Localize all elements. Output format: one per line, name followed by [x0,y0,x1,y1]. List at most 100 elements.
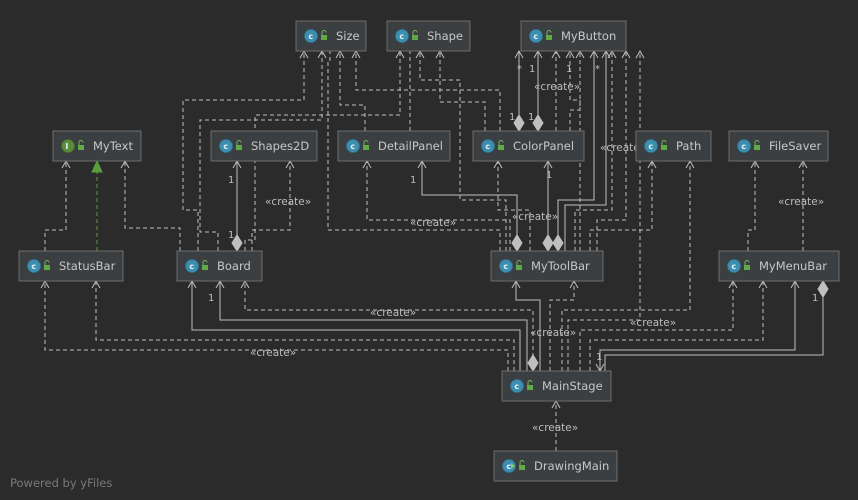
class-name: ColorPanel [513,139,574,153]
create-label: «create» [265,196,311,208]
create-label: «create» [600,142,646,154]
edge-mainstage-mymenubar-1 [579,281,734,371]
public-visibility-icon [498,140,504,150]
edge-mytoolbar-colorpanel-create [497,161,531,251]
class-name: MainStage [542,379,603,393]
edge-mainstage-mymenubar-2 [589,281,764,371]
edge-mainstage-path [561,161,691,371]
edge-mymenubar-filesaver [747,161,756,251]
edge-mainstage-board-create [244,281,534,371]
class-name: MyButton [561,29,616,43]
class-name: DrawingMain [534,459,609,473]
main-class-icon [502,459,516,473]
public-visibility-icon [516,260,522,270]
badge-glyph: c [485,142,490,151]
edge-mainstage-mytoolbar-create [549,281,575,371]
class-icon [185,259,199,273]
composition-diamond [527,354,539,372]
create-label: «create» [630,317,676,329]
composition-diamond [231,234,243,252]
badge-glyph: c [503,262,508,271]
badge-glyph: c [189,262,194,271]
multiplicity: 1 [546,170,552,181]
badge-glyph: c [533,32,538,41]
multiplicity: * [517,64,522,75]
class-node-drawingmain[interactable]: c DrawingMain [493,450,618,482]
public-visibility-icon [519,460,525,470]
class-name: Shapes2D [251,139,309,153]
badge-glyph: c [506,462,511,471]
class-name: Size [336,29,360,43]
class-icon [499,259,513,273]
composition-diamond [552,234,564,252]
class-node-board[interactable]: c Board [176,250,263,282]
class-node-mainstage[interactable]: c MainStage [501,370,612,402]
class-name: FileSaver [769,139,821,153]
node-box [493,450,618,482]
composition-diamond [817,280,829,298]
edge-colorpanel-shape [439,51,486,131]
create-label: «create» [530,327,576,339]
badge-glyph: c [648,142,653,151]
badge-glyph: I [65,142,68,151]
edge-mytoolbar-size [327,51,501,251]
multiplicity: 1 [528,112,534,123]
composition-diamond [532,114,544,132]
public-visibility-icon [363,140,369,150]
edge-mainstage-mymenubar-3 [599,281,796,371]
edge-board-size-2 [199,51,323,251]
multiplicity: 1 [529,64,535,75]
class-node-colorpanel[interactable]: c ColorPanel [472,130,585,162]
multiplicity: 1 [410,175,416,186]
badge-glyph: c [514,382,519,391]
edge-mainstage-mybutton [567,51,641,371]
edge-mainstage-statusbar-2 [95,281,515,371]
run-marker-icon [511,463,515,469]
edge-mytoolbar-path [589,161,653,251]
edge-mainstage-board [191,281,521,371]
class-node-mytoolbar[interactable]: c MyToolBar [490,250,604,282]
class-node-shapes2d[interactable]: c Shapes2D [210,130,318,162]
edge-mytoolbar-detailpanel-create [366,161,511,251]
create-label: «create» [370,307,416,319]
badge-glyph: c [223,142,228,151]
public-visibility-icon [321,30,327,40]
class-icon [481,139,495,153]
badge-glyph: c [31,262,36,271]
class-node-size[interactable]: c Size [295,20,367,52]
badge-glyph: c [350,142,355,151]
edge-board-shape [244,51,401,251]
node-box [337,130,451,162]
multiplicity: * [595,64,600,75]
edge-mytoolbar-mybutton-create2 [596,51,627,251]
composition-diamond [511,234,523,252]
create-label: «create» [534,81,580,93]
edge-mytoolbar-mybutton-create [574,51,613,251]
class-name: StatusBar [59,259,116,273]
badge-glyph: c [308,32,313,41]
public-visibility-icon [236,140,242,150]
edge-board-mytext [124,161,181,251]
class-icon [644,139,658,153]
edge-mytoolbar-mybutton-1 [557,51,595,251]
edge-board-size [182,51,305,251]
class-icon [346,139,360,153]
class-node-statusbar[interactable]: c StatusBar [18,250,124,282]
interface-icon [61,139,75,153]
class-name: Board [217,259,251,273]
class-name: MyToolBar [531,259,590,273]
class-icon [27,259,41,273]
class-icon [737,139,751,153]
class-node-mybutton[interactable]: c MyButton [520,20,627,52]
public-visibility-icon [754,140,760,150]
edge-mainstage-statusbar [44,281,509,371]
edges [44,51,829,451]
